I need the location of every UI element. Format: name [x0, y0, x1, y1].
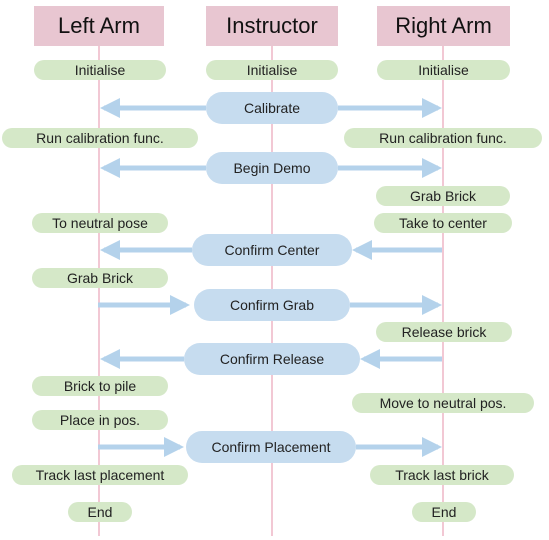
left-track-last-placement: Track last placement [12, 465, 188, 485]
message-confirm-release: Confirm Release [184, 343, 360, 375]
left-grab-brick: Grab Brick [32, 268, 168, 288]
message-confirm-grab: Confirm Grab [194, 289, 350, 321]
left-place-in-pos: Place in pos. [32, 410, 168, 430]
right-track-last-brick: Track last brick [370, 465, 514, 485]
lifeline-right-arm [442, 46, 444, 536]
message-confirm-center: Confirm Center [192, 234, 352, 266]
right-initialise: Initialise [377, 60, 510, 80]
left-to-neutral-pose: To neutral pose [32, 213, 168, 233]
message-calibrate: Calibrate [206, 92, 338, 124]
right-run-calibration: Run calibration func. [344, 128, 542, 148]
message-confirm-placement: Confirm Placement [186, 431, 356, 463]
lifeline-left-arm [98, 46, 100, 536]
right-move-to-neutral: Move to neutral pos. [352, 393, 534, 413]
header-left-arm: Left Arm [34, 6, 164, 46]
right-take-to-center: Take to center [374, 213, 512, 233]
right-release-brick: Release brick [376, 322, 512, 342]
header-right-arm: Right Arm [377, 6, 510, 46]
message-begin-demo: Begin Demo [206, 152, 338, 184]
header-instructor: Instructor [206, 6, 338, 46]
left-run-calibration: Run calibration func. [2, 128, 198, 148]
left-brick-to-pile: Brick to pile [32, 376, 168, 396]
instructor-initialise: Initialise [206, 60, 338, 80]
left-end: End [68, 502, 132, 522]
right-end: End [412, 502, 476, 522]
right-grab-brick: Grab Brick [376, 186, 510, 206]
left-initialise: Initialise [34, 60, 166, 80]
